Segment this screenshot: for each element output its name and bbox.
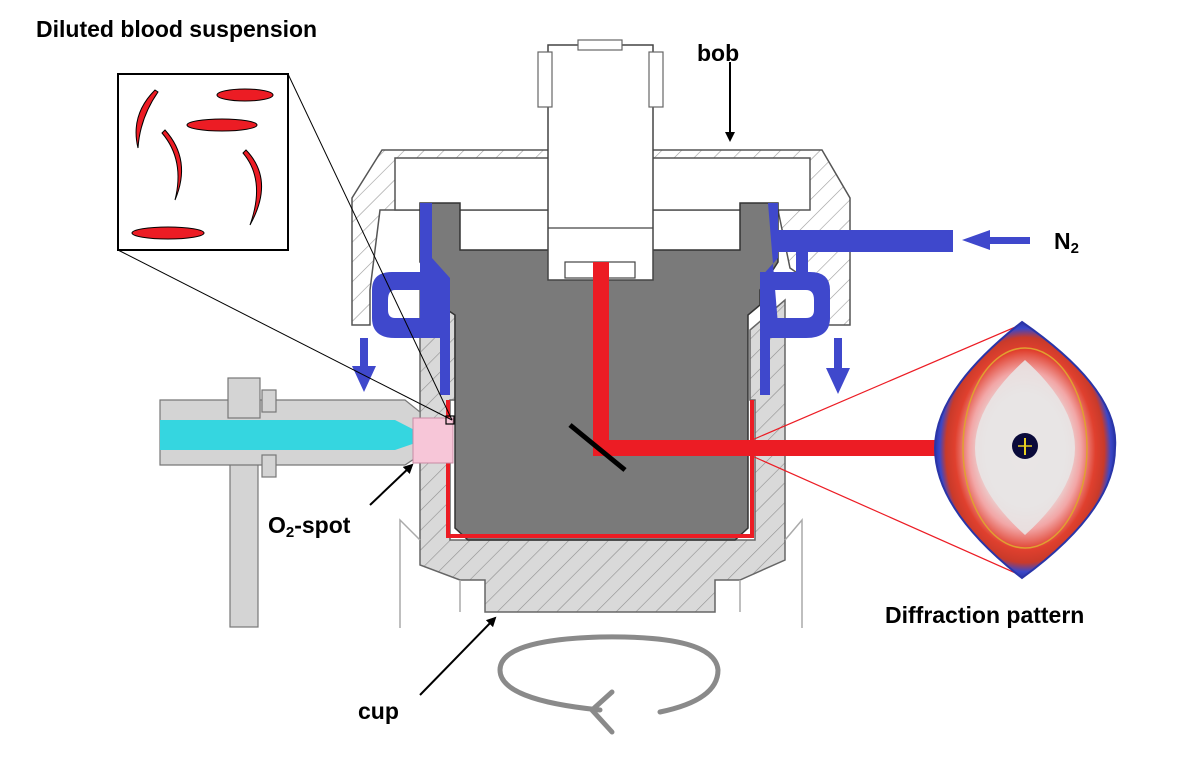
curved-rotation-arrow-icon [497, 634, 721, 735]
bob-label: bob [697, 40, 740, 66]
red-cell [131, 226, 205, 240]
red-cell [186, 118, 258, 132]
red-cell [216, 88, 274, 102]
mirror-icon [568, 423, 627, 472]
laser-beam [446, 262, 938, 538]
bob-shaft [537, 39, 664, 281]
red-cell [135, 89, 159, 149]
red-cell [242, 149, 262, 226]
diffraction-pattern [751, 320, 1117, 580]
n2-arrow-shaft [985, 237, 1030, 244]
cup-pointer-arrow [419, 616, 497, 696]
o2-probe [159, 377, 455, 628]
cup-label: cup [358, 698, 399, 724]
o2-spot-label: O2-spot [268, 512, 351, 541]
n2-label: N2 [1054, 228, 1079, 257]
o2-pointer-arrow [369, 463, 414, 506]
red-cell [161, 129, 182, 201]
blood-suspension-inset [117, 73, 453, 421]
diffraction-label: Diffraction pattern [885, 602, 1085, 628]
inset-title: Diluted blood suspension [36, 16, 318, 42]
